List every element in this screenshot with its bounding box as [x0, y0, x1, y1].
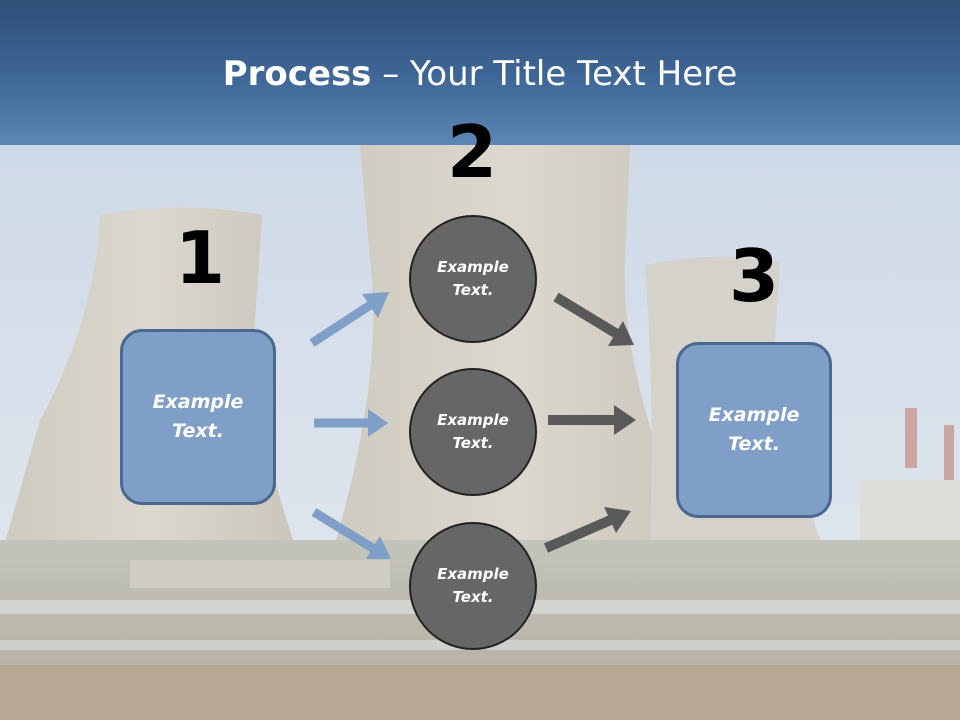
circle-text: Example Text.: [437, 565, 509, 606]
arrow-to-bottom-circle: [311, 508, 391, 559]
step2-circle-bottom: Example Text.: [409, 522, 537, 650]
step3-box: Example Text.: [676, 342, 832, 518]
title-rest-part: – Your Title Text Here: [371, 54, 738, 94]
step1-box-text: Example Text.: [152, 391, 244, 442]
step-number-3: 3: [728, 234, 780, 318]
arrow-from-bottom-circle: [544, 507, 631, 553]
arrow-to-top-circle: [309, 292, 389, 347]
arrow-from-middle-circle: [548, 405, 636, 435]
title-bar: [0, 0, 960, 145]
step2-circle-top: Example Text.: [409, 215, 537, 343]
slide-title: Process – Your Title Text Here: [0, 52, 960, 96]
circle-text: Example Text.: [437, 258, 509, 299]
step-number-2: 2: [446, 110, 498, 194]
arrow-from-top-circle: [553, 292, 634, 346]
step-number-1: 1: [174, 216, 226, 300]
title-bold-part: Process: [222, 54, 372, 94]
step1-box: Example Text.: [120, 329, 276, 505]
step2-circle-middle: Example Text.: [409, 368, 537, 496]
arrow-to-middle-circle: [314, 409, 388, 437]
circle-text: Example Text.: [437, 411, 509, 452]
step3-box-text: Example Text.: [708, 404, 800, 455]
